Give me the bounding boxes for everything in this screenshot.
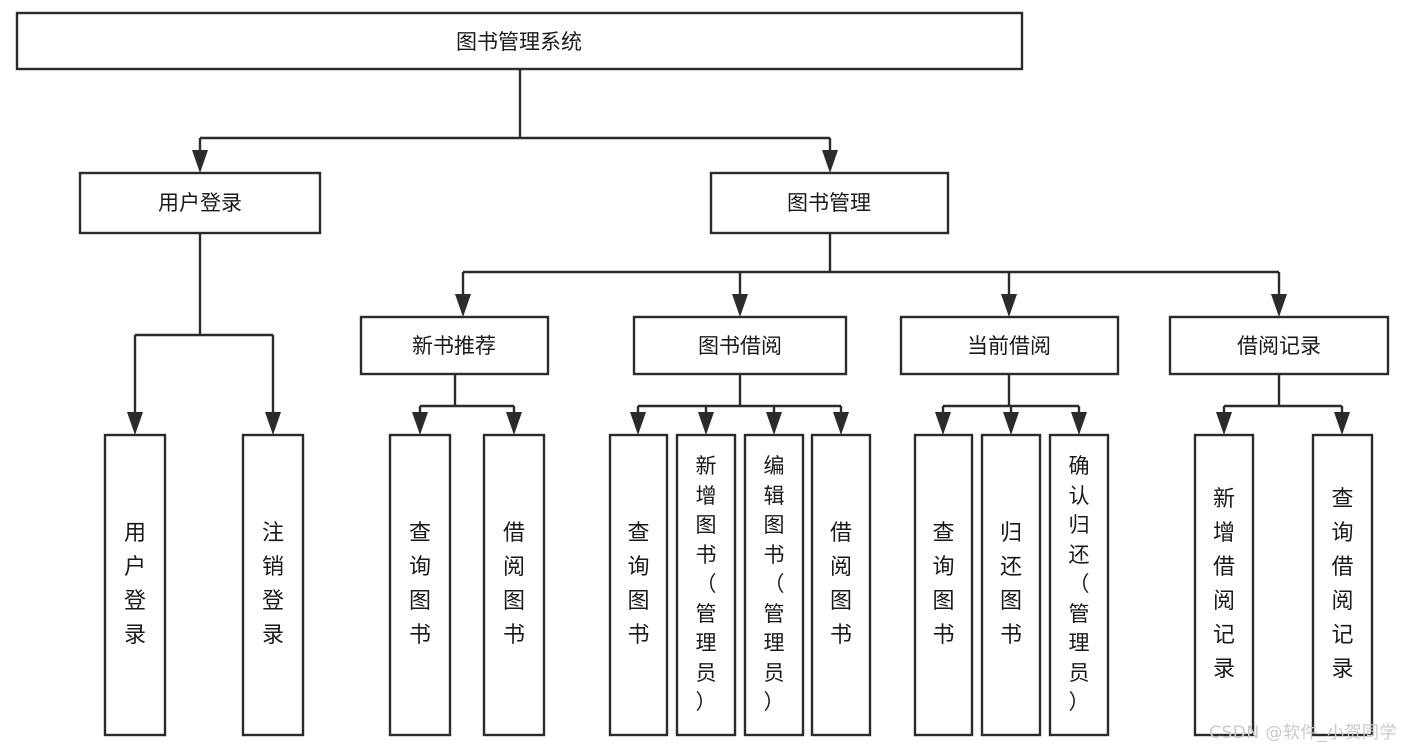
leaf-query-book-current-label: 查 询 图 书: [932, 521, 955, 648]
leaf-edit-book-box[interactable]: [743, 433, 805, 737]
arrow-root-to-user-login: [192, 150, 208, 173]
node-root-label: 图书管理系统: [456, 30, 582, 54]
node-current-borrow[interactable]: 当前借阅: [899, 315, 1120, 376]
node-new-book-recommend[interactable]: 新书推荐: [359, 315, 550, 376]
node-book-borrow-label: 图书借阅: [698, 334, 782, 358]
arrow-bm-book-borrow: [732, 294, 748, 317]
leaf-add-book-label: 新 增 图 书 （ 管 理 员 ）: [695, 454, 717, 715]
node-current-borrow-box[interactable]: [899, 315, 1120, 376]
node-user-login[interactable]: 用户登录: [78, 171, 322, 235]
node-book-management-box[interactable]: [709, 171, 950, 235]
connector-layer: [127, 69, 1350, 435]
leaf-query-book-recommend-label: 查 询 图 书: [408, 521, 431, 648]
leaf-add-borrow-record-box[interactable]: [1193, 433, 1255, 737]
leaf-confirm-return-label: 确 认 归 还 （ 管 理 员 ）: [1068, 454, 1090, 715]
node-borrow-records-label: 借阅记录: [1237, 334, 1321, 358]
leaf-query-book-recommend-box[interactable]: [388, 433, 452, 737]
arrow-bookborrow-leaf-3: [766, 412, 782, 435]
leaf-query-book-borrow-label: 查 询 图 书: [627, 521, 650, 648]
leaf-user-login-label: 用 户 登 录: [123, 521, 146, 648]
node-root[interactable]: 图书管理系统: [15, 11, 1024, 71]
arrow-currentborrow-leaf-1: [935, 412, 951, 435]
leaf-query-borrow-record-label: 查 询 借 阅 记 录: [1331, 487, 1354, 682]
leaf-borrow-book-box[interactable]: [810, 433, 872, 737]
node-borrow-records-box[interactable]: [1168, 315, 1390, 376]
arrow-newbook-leaf-1: [412, 412, 428, 435]
arrow-bookborrow-leaf-4: [833, 412, 849, 435]
leaf-user-logout-box[interactable]: [241, 433, 305, 737]
arrow-currentborrow-leaf-2: [1003, 412, 1019, 435]
leaf-add-borrow-record-label: 新 增 借 阅 记 录: [1212, 487, 1235, 682]
node-root-box[interactable]: [15, 11, 1024, 71]
node-book-borrow-box[interactable]: [632, 315, 848, 376]
leaf-user-logout-label: 注 销 登 录: [261, 521, 284, 648]
leaf-query-borrow-record-box[interactable]: [1311, 433, 1374, 737]
leaf-borrow-book-recommend-label: 借 阅 图 书: [502, 521, 525, 648]
arrow-records-leaf-2: [1334, 412, 1350, 435]
arrow-bm-current-borrow: [1001, 294, 1017, 317]
node-user-login-box[interactable]: [78, 171, 322, 235]
arrow-root-to-book-management: [822, 150, 838, 173]
node-borrow-records[interactable]: 借阅记录: [1168, 315, 1390, 376]
arrow-bookborrow-leaf-1: [630, 412, 646, 435]
node-book-management[interactable]: 图书管理: [709, 171, 950, 235]
arrow-user-login-leaf-2: [265, 412, 281, 435]
leaf-box-layer: [103, 433, 1374, 737]
node-book-borrow[interactable]: 图书借阅: [632, 315, 848, 376]
leaf-query-book-current-box[interactable]: [913, 433, 974, 737]
arrow-currentborrow-leaf-3: [1071, 412, 1087, 435]
arrow-user-login-leaf-1: [127, 412, 143, 435]
arrow-records-leaf-1: [1216, 412, 1232, 435]
arrow-newbook-leaf-2: [506, 412, 522, 435]
leaf-confirm-return-box[interactable]: [1048, 433, 1110, 737]
csdn-watermark: CSDN @软件_小贺同学: [1209, 723, 1397, 743]
leaf-query-book-borrow-box[interactable]: [608, 433, 669, 737]
arrow-bookborrow-leaf-2: [698, 412, 714, 435]
leaf-edit-book-label: 编 辑 图 书 （ 管 理 员 ）: [763, 454, 785, 715]
leaf-user-login-box[interactable]: [103, 433, 167, 737]
leaf-borrow-book-label: 借 阅 图 书: [829, 521, 852, 648]
node-book-management-label: 图书管理: [787, 191, 871, 215]
node-user-login-label: 用户登录: [158, 191, 242, 215]
leaf-add-book-box[interactable]: [675, 433, 737, 737]
leaf-return-book-label: 归 还 图 书: [999, 521, 1022, 648]
leaf-return-book-box[interactable]: [980, 433, 1042, 737]
arrow-bm-borrow-records: [1271, 294, 1287, 317]
node-new-book-recommend-label: 新书推荐: [412, 334, 496, 358]
leaf-borrow-book-recommend-box[interactable]: [482, 433, 546, 737]
node-current-borrow-label: 当前借阅: [967, 334, 1051, 358]
node-new-book-recommend-box[interactable]: [359, 315, 550, 376]
arrow-bm-new-book-recommend: [455, 294, 471, 317]
